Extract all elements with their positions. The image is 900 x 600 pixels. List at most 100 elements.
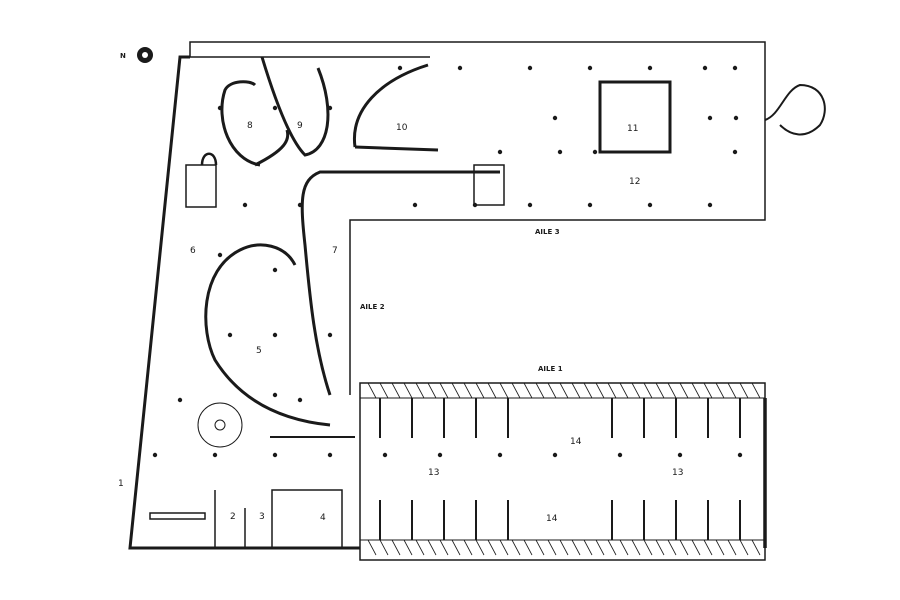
hatch-line — [427, 382, 437, 399]
north-arrow-icon: N — [120, 47, 153, 63]
room-label-5: 5 — [256, 346, 262, 356]
room-label-2: 2 — [230, 512, 236, 522]
column-marker — [527, 65, 533, 71]
column-marker — [457, 65, 463, 71]
column-marker — [412, 202, 418, 208]
column-marker — [733, 115, 739, 121]
column-marker — [327, 452, 333, 458]
hatch-line — [595, 539, 605, 556]
column-marker — [272, 452, 278, 458]
hatch-line — [679, 539, 689, 556]
hatch-line — [619, 382, 629, 399]
hatch-line — [643, 382, 653, 399]
column-marker — [587, 65, 593, 71]
hatch-line — [499, 539, 509, 556]
wing-label-aile-2: AILE 2 — [360, 303, 385, 311]
column-marker — [557, 149, 563, 155]
hatch-line — [727, 382, 737, 399]
hatch-line — [403, 382, 413, 399]
room-label-3: 3 — [259, 512, 265, 522]
hatch-line — [559, 382, 569, 399]
hatch-line — [691, 382, 701, 399]
column-marker — [327, 332, 333, 338]
hatch-line — [475, 382, 485, 399]
hatch-line — [547, 539, 557, 556]
hatch-line — [751, 539, 761, 556]
column-marker — [272, 105, 278, 111]
hatch-line — [403, 539, 413, 556]
room-label-14-north: 14 — [570, 437, 582, 447]
room-label-13-west: 13 — [428, 468, 439, 478]
hatch-line — [463, 382, 473, 399]
hatch-line — [739, 382, 749, 399]
hatch-line — [523, 382, 533, 399]
wing-labels: AILE 1 AILE 2 AILE 3 — [360, 228, 563, 373]
hatch-line — [739, 539, 749, 556]
hatch-line — [655, 539, 665, 556]
hatch-line — [631, 539, 641, 556]
column-marker — [217, 252, 223, 258]
column-marker — [437, 452, 443, 458]
column-marker — [592, 149, 598, 155]
spiral-stair — [197, 402, 243, 448]
column-marker — [272, 332, 278, 338]
column-marker — [552, 452, 558, 458]
hatch-line — [499, 382, 509, 399]
column-marker — [617, 452, 623, 458]
hatch-line — [619, 539, 629, 556]
hatch-line — [607, 382, 617, 399]
hatch-line — [379, 539, 389, 556]
hatch-line — [595, 382, 605, 399]
room-label-7: 7 — [332, 246, 338, 256]
room-label-14-south: 14 — [546, 514, 558, 524]
hatch-line — [571, 539, 581, 556]
column-marker — [212, 452, 218, 458]
column-marker — [177, 397, 183, 403]
hatch-line — [391, 382, 401, 399]
hatch-line — [631, 382, 641, 399]
hatch-line — [559, 539, 569, 556]
column-marker — [152, 452, 158, 458]
room-label-9: 9 — [297, 121, 303, 131]
room-label-12: 12 — [629, 177, 640, 187]
hatch-line — [379, 382, 389, 399]
hatch-line — [703, 539, 713, 556]
hatch-line — [415, 382, 425, 399]
hatch-line — [667, 382, 677, 399]
stairs-west — [185, 152, 218, 208]
room-label-8: 8 — [247, 121, 253, 131]
column-marker — [497, 452, 503, 458]
column-marker — [737, 452, 743, 458]
hatch-line — [667, 539, 677, 556]
hatch-line — [391, 539, 401, 556]
wing1-partitions — [379, 398, 741, 540]
column-marker — [272, 267, 278, 273]
hatch-line — [367, 382, 377, 399]
column-marker — [527, 202, 533, 208]
curved-walls — [204, 56, 500, 438]
column-marker — [677, 452, 683, 458]
column-marker — [707, 202, 713, 208]
hatch-line — [475, 539, 485, 556]
hatch-line — [487, 382, 497, 399]
column-marker — [552, 115, 558, 121]
tower-stair — [764, 83, 826, 136]
column-marker — [647, 202, 653, 208]
north-label: N — [120, 52, 126, 60]
column-marker — [587, 202, 593, 208]
hatch-line — [715, 539, 725, 556]
hatch-line — [607, 539, 617, 556]
hatch-line — [523, 539, 533, 556]
column-marker — [297, 397, 303, 403]
column-marker — [217, 105, 223, 111]
column-marker — [297, 202, 303, 208]
column-marker — [647, 65, 653, 71]
hatch-line — [583, 539, 593, 556]
stairs-central — [473, 164, 505, 206]
hatch-line — [703, 382, 713, 399]
hatch-line — [367, 539, 377, 556]
room-label-6: 6 — [190, 246, 196, 256]
hatch-line — [439, 539, 449, 556]
column-marker — [497, 149, 503, 155]
hatch-line — [487, 539, 497, 556]
